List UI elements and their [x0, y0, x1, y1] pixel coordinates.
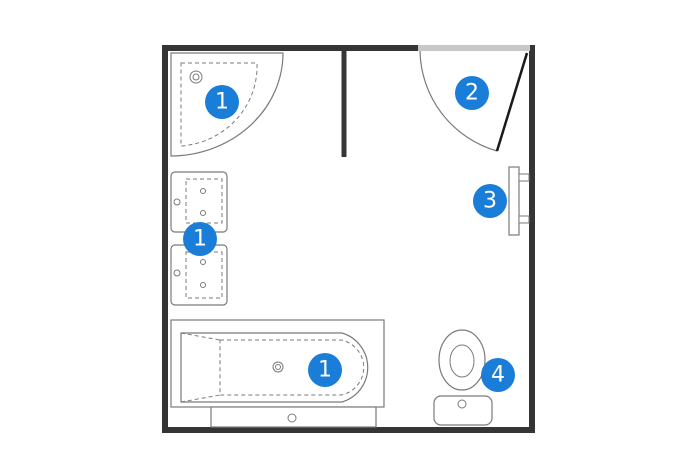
marker-bathtub[interactable]: 1	[308, 353, 342, 387]
marker-sinks-label: 1	[193, 227, 207, 252]
door-leaf	[495, 52, 529, 152]
markers: 1 2 3 1 1 4	[183, 76, 515, 392]
marker-door-label: 2	[465, 81, 479, 106]
sink-upper	[170, 171, 228, 233]
marker-shower[interactable]: 1	[205, 85, 239, 119]
sink-lower	[170, 244, 228, 306]
marker-towel-rail[interactable]: 3	[473, 184, 507, 218]
bathtub-drain	[272, 361, 284, 373]
marker-shower-label: 1	[215, 90, 229, 115]
shower-drain	[189, 70, 203, 84]
window	[418, 45, 530, 51]
toilet-tank	[433, 395, 493, 426]
walls	[162, 45, 535, 433]
door-swing-icon	[419, 50, 529, 152]
toilet-icon	[433, 329, 493, 426]
marker-toilet-label: 4	[491, 363, 505, 388]
marker-sinks[interactable]: 1	[183, 222, 217, 256]
marker-door[interactable]: 2	[455, 76, 489, 110]
marker-towel-rail-label: 3	[483, 189, 497, 214]
toilet-bowl	[438, 329, 486, 391]
bathtub-panel	[210, 406, 377, 428]
double-sink-icon	[170, 171, 228, 306]
outer-wall	[162, 45, 535, 433]
towel-radiator-icon	[508, 166, 530, 236]
marker-toilet[interactable]: 4	[481, 358, 515, 392]
bathtub-icon	[170, 319, 385, 428]
marker-bathtub-label: 1	[318, 358, 332, 383]
